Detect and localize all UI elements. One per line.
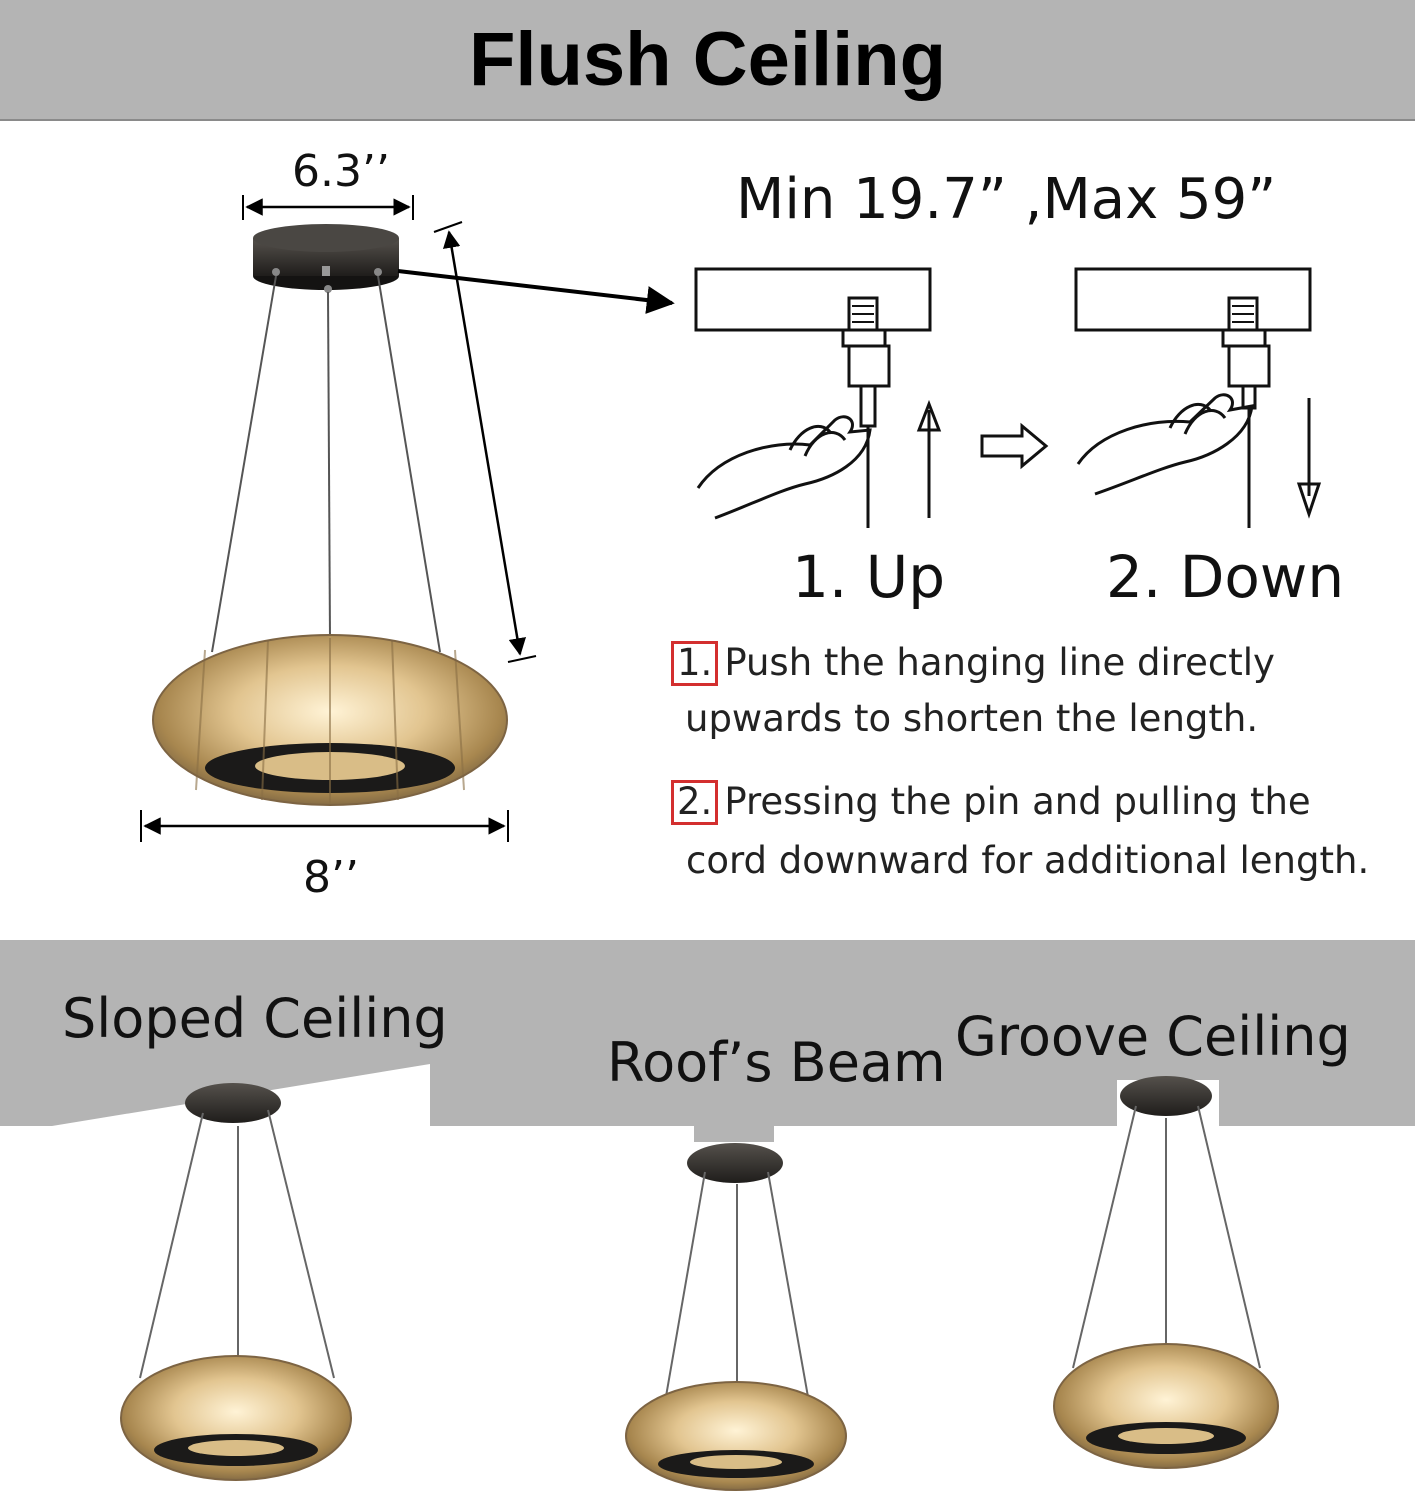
groove-ceiling-fixture: [1053, 1076, 1279, 1469]
instruction-1-number: 1.: [671, 641, 719, 686]
ceiling-types-band: [0, 940, 1415, 1142]
roof-beam-fixture: [625, 1143, 847, 1491]
instruction-1-line2: upwards to shorten the length.: [685, 697, 1259, 740]
instruction-2-line2: cord downward for additional length.: [686, 839, 1370, 882]
sloped-ceiling-label: Sloped Ceiling: [62, 987, 448, 1050]
step-1-diagram: [694, 267, 942, 528]
main-fixture: [152, 224, 508, 806]
shade-width-label: 8’’: [303, 852, 359, 903]
step-2-label: 2. Down: [1106, 543, 1345, 611]
instruction-2-line1: 2.Pressing the pin and pulling the: [671, 780, 1311, 825]
page-title: Flush Ceiling: [468, 17, 947, 102]
step-transition-arrow: [980, 422, 1049, 470]
instruction-1-text: Push the hanging line directly: [724, 641, 1275, 684]
instruction-1-line1: 1.Push the hanging line directly: [671, 641, 1275, 686]
height-dimension: [433, 221, 537, 663]
roof-beam-label: Roof’s Beam: [607, 1031, 946, 1094]
instruction-2-number: 2.: [671, 780, 719, 825]
main-crystal-shade: [152, 634, 508, 806]
main-cables: [211, 275, 441, 653]
top-band: [0, 0, 1415, 120]
sloped-ceiling-fixture: [120, 1083, 352, 1481]
instruction-2-text: Pressing the pin and pulling the: [724, 780, 1311, 823]
groove-ceiling-label: Groove Ceiling: [955, 1005, 1351, 1068]
detail-pointer-arrow: [397, 269, 675, 314]
main-canopy: [253, 224, 399, 293]
shade-width-dimension: [140, 810, 509, 842]
step-2-diagram: [1074, 267, 1322, 528]
adjust-range-label: Min 19.7” ,Max 59”: [736, 167, 1277, 232]
canopy-width-dimension: [242, 195, 414, 220]
step-1-label: 1. Up: [792, 543, 946, 611]
canopy-width-label: 6.3’’: [292, 146, 390, 197]
